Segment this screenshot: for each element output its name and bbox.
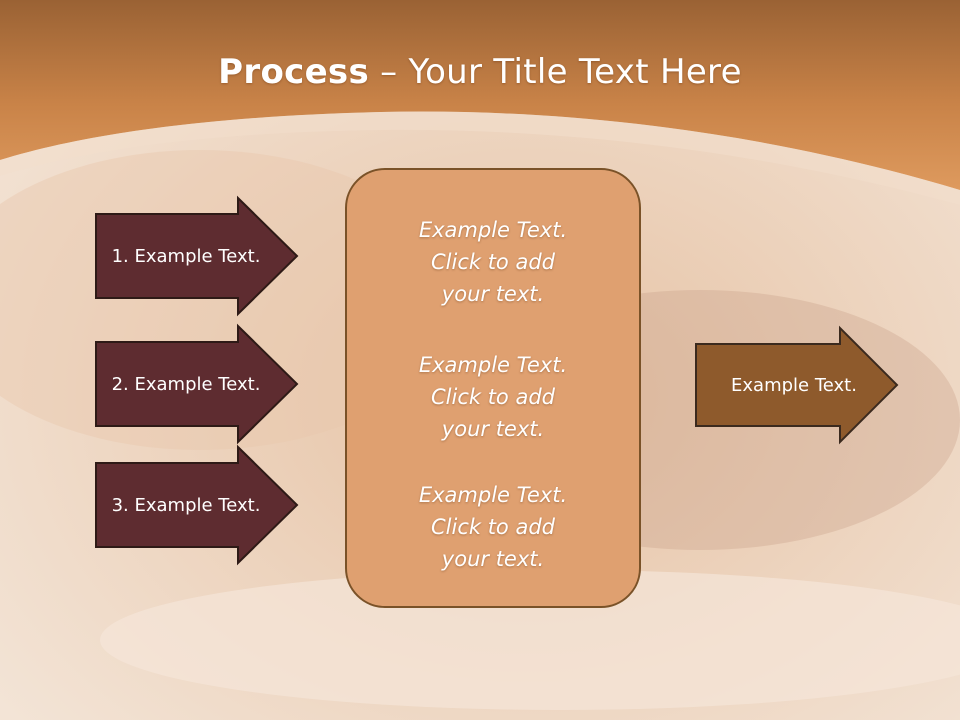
left-arrow-label-1[interactable]: 1. Example Text. — [111, 245, 261, 267]
left-arrow-label-2[interactable]: 2. Example Text. — [111, 373, 261, 395]
header-band — [0, 0, 960, 190]
left-arrow-shape-3 — [95, 444, 299, 566]
center-item-3-line-2: Click to add — [430, 515, 555, 539]
left-arrow-shape-1 — [95, 195, 299, 317]
center-item-2-line-3: your text. — [441, 417, 545, 441]
title-rest: – Your Title Text Here — [369, 52, 742, 92]
center-item-1-line-1: Example Text. — [418, 218, 568, 242]
title-bold: Process — [218, 52, 370, 92]
slide-title: Process – Your Title Text Here — [0, 52, 960, 92]
center-text-item-3[interactable]: Example Text. Click to add your text. — [347, 479, 639, 575]
center-item-2-line-2: Click to add — [430, 385, 555, 409]
center-text-item-1[interactable]: Example Text. Click to add your text. — [347, 214, 639, 310]
center-item-3-line-1: Example Text. — [418, 483, 568, 507]
left-arrow-label-3[interactable]: 3. Example Text. — [111, 494, 261, 516]
right-arrow-label[interactable]: Example Text. — [731, 374, 857, 396]
center-text-item-2[interactable]: Example Text. Click to add your text. — [347, 349, 639, 445]
bg-shape-arm — [100, 570, 960, 710]
left-arrow-shape-2 — [95, 323, 299, 445]
center-item-1-line-2: Click to add — [430, 250, 555, 274]
center-text-box[interactable]: Example Text. Click to add your text. Ex… — [345, 168, 641, 608]
right-arrow-shape — [695, 325, 899, 445]
center-item-2-line-1: Example Text. — [418, 353, 568, 377]
center-item-3-line-3: your text. — [441, 547, 545, 571]
center-item-1-line-3: your text. — [441, 282, 545, 306]
header-swoosh — [0, 111, 960, 205]
